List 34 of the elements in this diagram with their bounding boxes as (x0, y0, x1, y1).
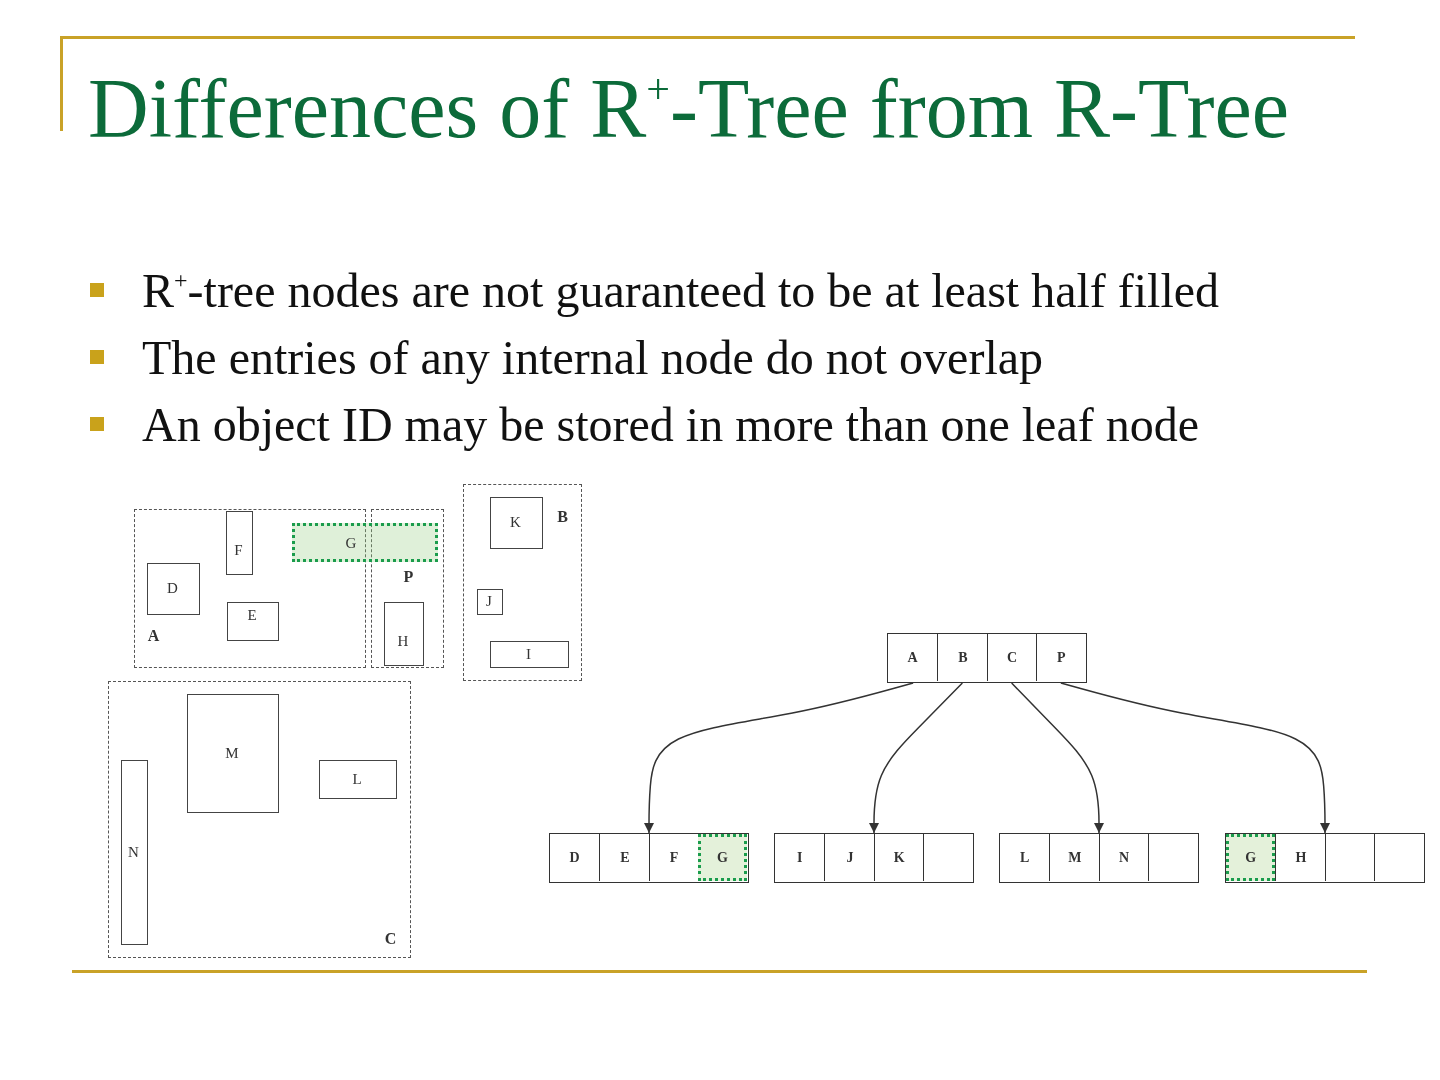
dashed-region (463, 484, 582, 681)
region-label: A (147, 626, 160, 645)
data-rectangle: K (489, 496, 543, 549)
dashed-region (371, 509, 444, 668)
tree-node-record (999, 833, 1199, 883)
region-label: B (557, 507, 568, 526)
slide-title: Differences of R$^{+}$-Tree from R-Tree (88, 67, 1289, 151)
data-rectangle: I (489, 640, 569, 668)
bullet-text: The entries of any internal node do not overlap (142, 334, 1044, 382)
arrow (1010, 682, 1104, 834)
data-rectangle: M (186, 693, 279, 813)
bullet-text: R$^{+}$-tree nodes are not guaranteed to be at least half filled (142, 267, 1220, 315)
tree-node-record (549, 833, 749, 883)
tree-node-record (774, 833, 974, 883)
arrow (869, 682, 964, 834)
region-label: C (384, 929, 397, 948)
tree-node-record (1225, 833, 1425, 883)
dashed-region (134, 509, 366, 668)
dashed-region (108, 681, 411, 958)
data-rectangle: J (476, 588, 503, 615)
highlighted-rectangle: G (292, 523, 438, 562)
data-rectangle: D (146, 562, 200, 615)
highlighted-entry-cell: G (1226, 834, 1276, 881)
data-rectangle: H (383, 601, 424, 666)
bullet-text: An object ID may be stored in more than one leaf node (142, 401, 1199, 449)
data-rectangle: L (318, 759, 397, 799)
highlighted-entry-cell: G (697, 834, 747, 881)
data-rectangle: F (225, 510, 253, 575)
data-rectangle: E (226, 601, 279, 641)
region-label: P (403, 567, 414, 586)
tree-node-record (887, 633, 1087, 683)
arrow (644, 682, 914, 834)
data-rectangle: N (120, 759, 148, 945)
arrow (1060, 682, 1330, 834)
